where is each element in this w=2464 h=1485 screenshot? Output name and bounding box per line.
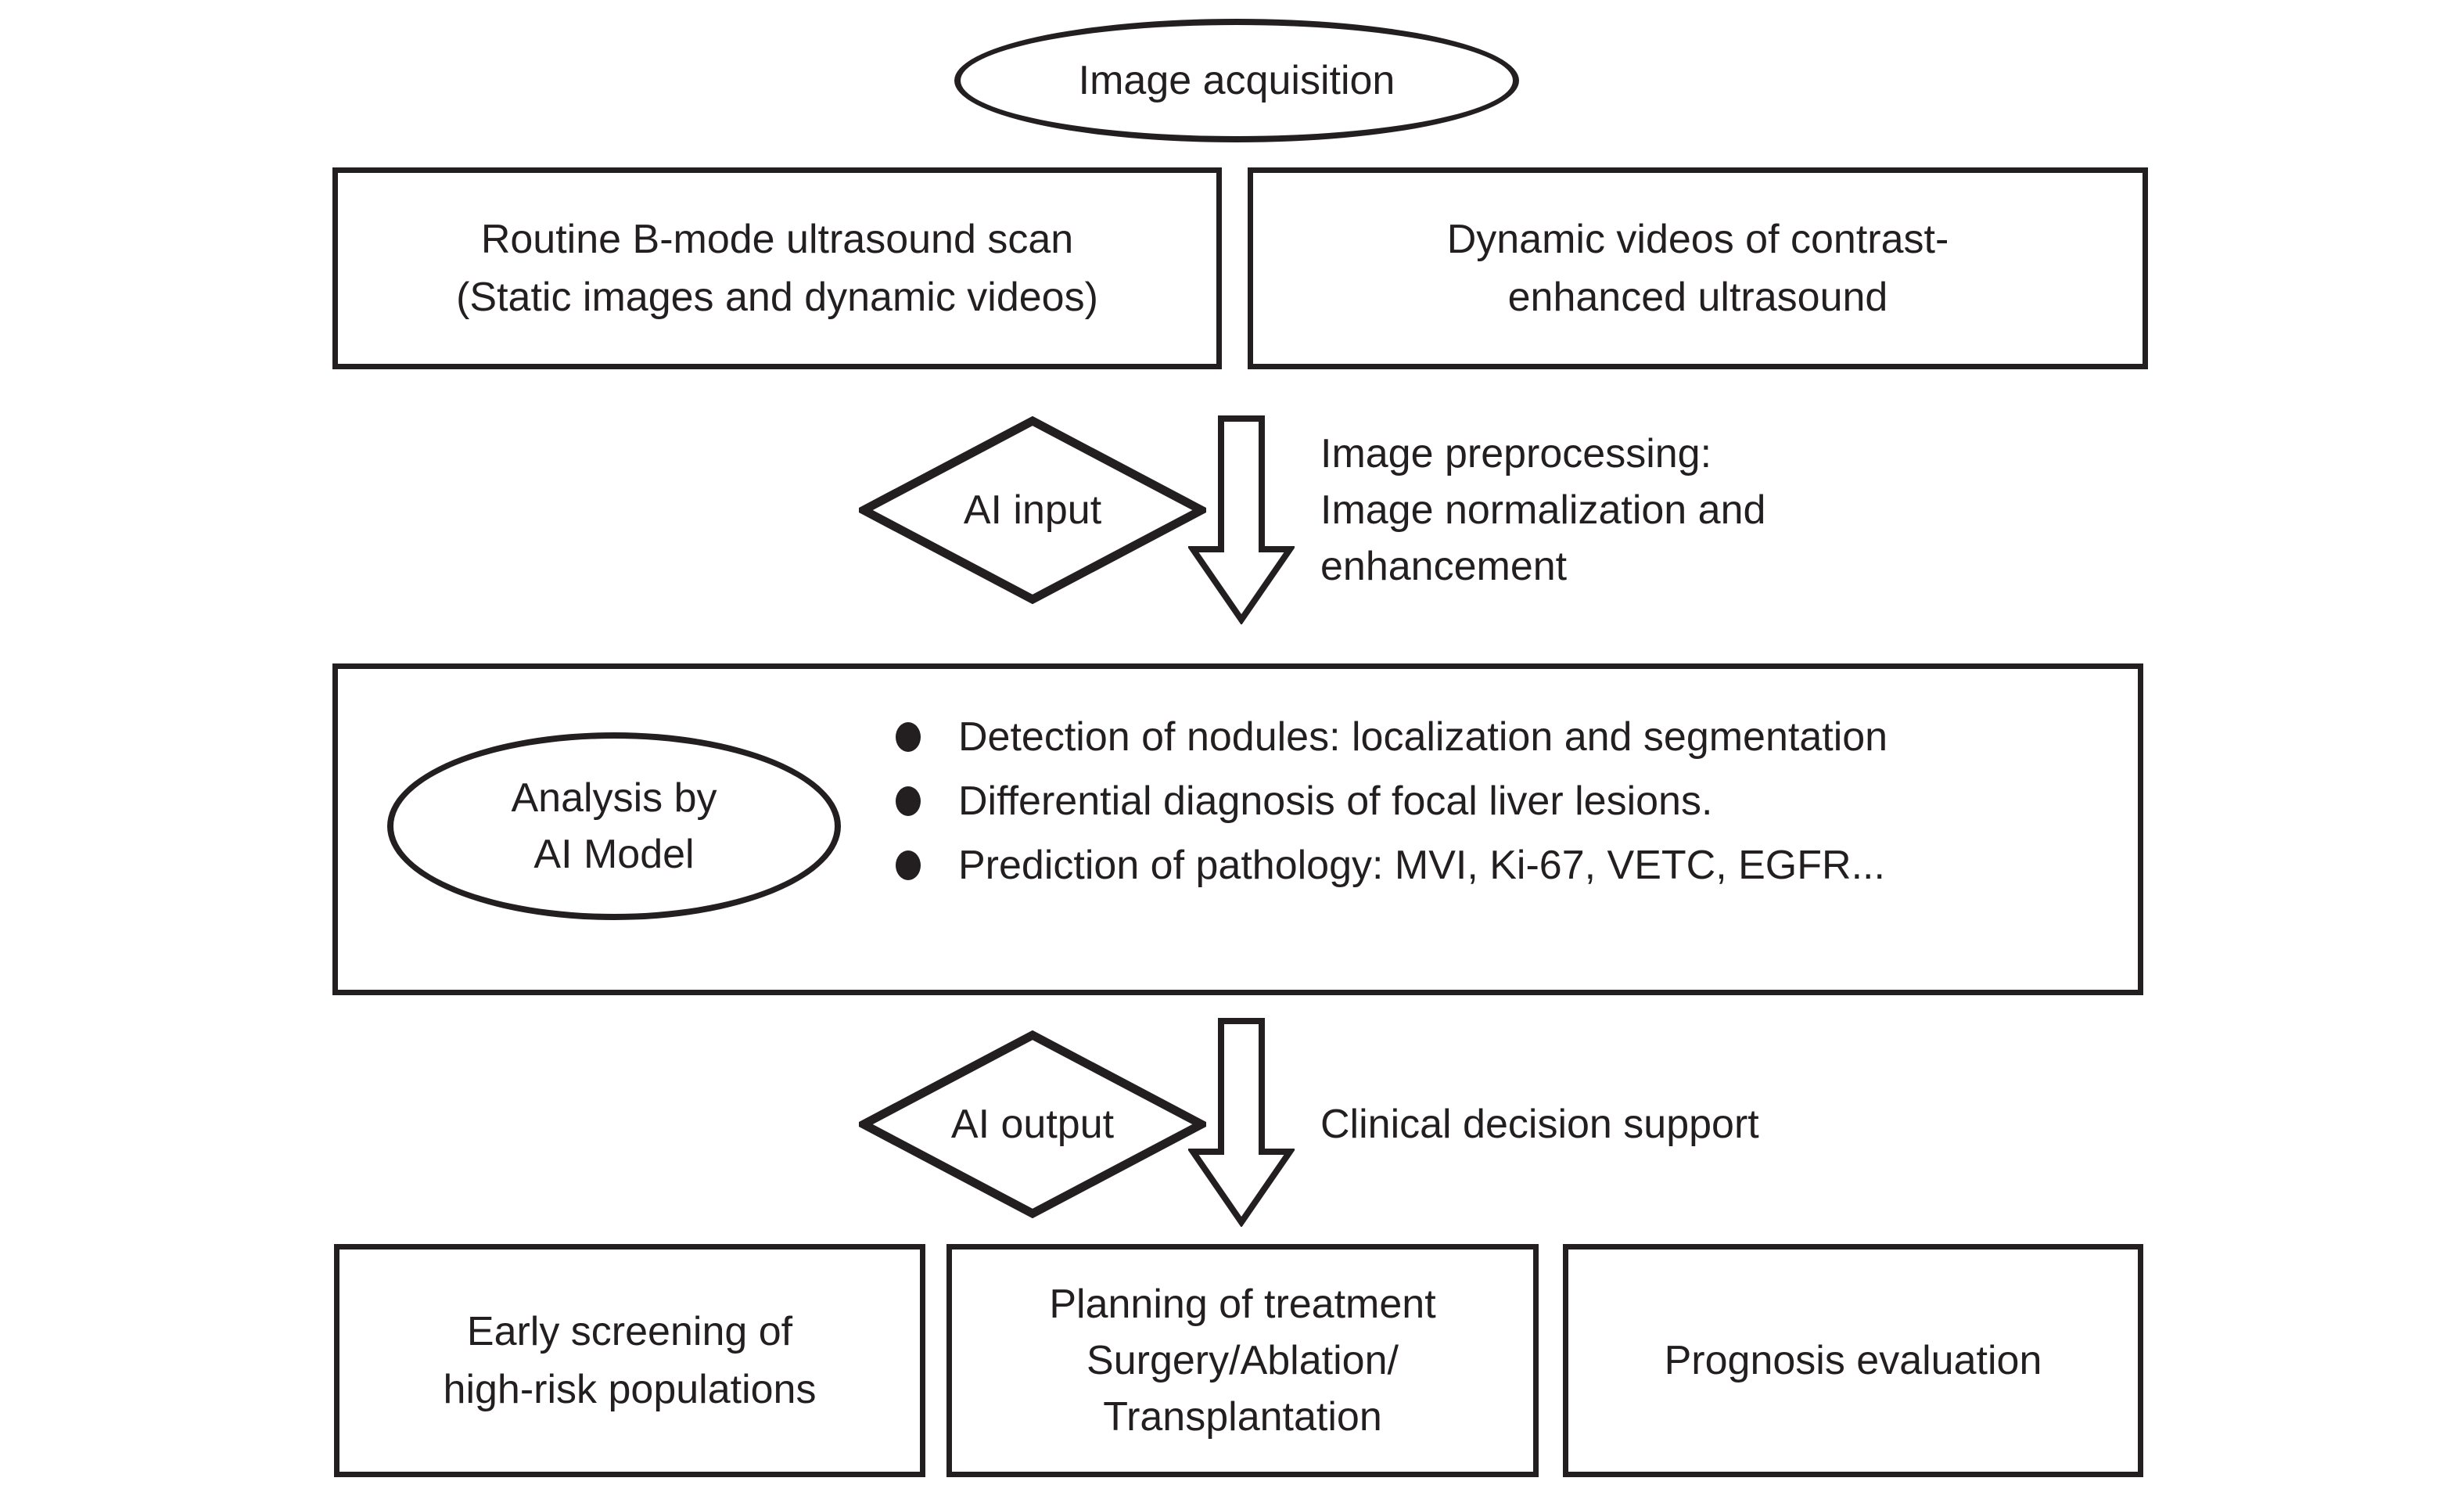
ai-input-diamond — [859, 416, 1206, 604]
preprocessing-line-2: Image normalization and — [1320, 487, 1766, 533]
ceus-line-1: Dynamic videos of contrast- — [1446, 217, 1949, 262]
treatment-line-3: Transplantation — [1103, 1394, 1382, 1440]
bmode-line-1: Routine B-mode ultrasound scan — [480, 217, 1074, 262]
ai-output-label: AI output — [950, 1102, 1115, 1147]
early-screening-line-1: Early screening of — [466, 1309, 793, 1354]
ai-input-label: AI input — [963, 487, 1102, 533]
analysis-bullet-item: Differential diagnosis of focal liver le… — [896, 770, 1712, 832]
treatment-line-1: Planning of treatment — [1049, 1282, 1436, 1327]
bullet-dot-icon — [896, 786, 921, 816]
ceus-box: Dynamic videos of contrast- enhanced ult… — [1248, 167, 2148, 369]
treatment-planning-box: Planning of treatment Surgery/Ablation/ … — [946, 1244, 1539, 1477]
prognosis-label: Prognosis evaluation — [1664, 1338, 2042, 1383]
early-screening-line-2: high-risk populations — [443, 1367, 817, 1412]
analysis-ellipse-line-2: AI Model — [533, 832, 695, 877]
ceus-line-2: enhanced ultrasound — [1507, 275, 1888, 320]
analysis-bullet-item: Prediction of pathology: MVI, Ki-67, VET… — [896, 834, 1885, 897]
bullet-dot-icon — [896, 722, 921, 752]
analysis-ellipse: Analysis by AI Model — [387, 732, 841, 920]
image-acquisition-label: Image acquisition — [1078, 58, 1395, 103]
early-screening-box: Early screening of high-risk populations — [334, 1244, 925, 1477]
bullet-dot-icon — [896, 850, 921, 880]
treatment-line-2: Surgery/Ablation/ — [1087, 1338, 1399, 1383]
analysis-bullet-2: Differential diagnosis of focal liver le… — [958, 778, 1713, 824]
bmode-line-2: (Static images and dynamic videos) — [456, 275, 1098, 320]
preprocessing-note: Image preprocessing: Image normalization… — [1320, 426, 1765, 595]
prognosis-box: Prognosis evaluation — [1563, 1244, 2143, 1477]
clinical-decision-note: Clinical decision support — [1320, 1102, 1759, 1147]
arrow-down-icon — [1188, 415, 1295, 624]
preprocessing-line-1: Image preprocessing: — [1320, 431, 1712, 476]
arrow-down-icon — [1188, 1018, 1295, 1227]
ai-output-diamond — [859, 1030, 1206, 1218]
bmode-box: Routine B-mode ultrasound scan (Static i… — [332, 167, 1222, 369]
analysis-ellipse-line-1: Analysis by — [511, 775, 717, 821]
analysis-bullet-3: Prediction of pathology: MVI, Ki-67, VET… — [958, 843, 1885, 888]
analysis-bullet-1: Detection of nodules: localization and s… — [958, 714, 1888, 760]
analysis-bullet-item: Detection of nodules: localization and s… — [896, 706, 1888, 768]
preprocessing-line-3: enhancement — [1320, 544, 1568, 589]
image-acquisition-ellipse: Image acquisition — [954, 19, 1519, 142]
